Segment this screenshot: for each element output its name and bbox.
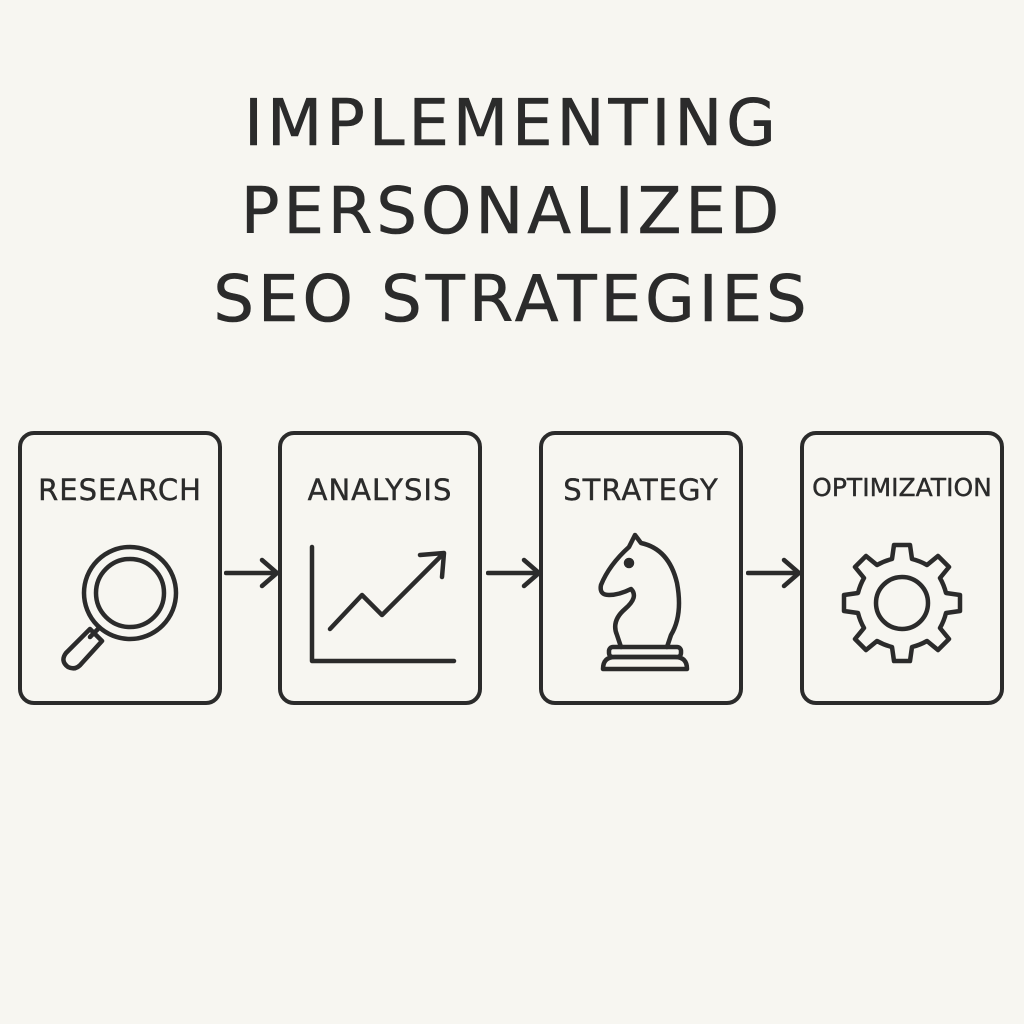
step-optimization: OPTIMIZATION: [800, 431, 1004, 705]
title-line-3: SEO STRATEGIES: [213, 263, 811, 338]
step-strategy: STRATEGY: [539, 431, 743, 705]
step-label-analysis: ANALYSIS: [307, 473, 453, 507]
arrow-icon: [486, 557, 542, 589]
step-analysis: ANALYSIS: [278, 431, 482, 705]
step-research: RESEARCH: [18, 431, 222, 705]
step-label-optimization: OPTIMIZATION: [812, 473, 992, 502]
title-line-2: PERSONALIZED: [240, 175, 784, 250]
step-label-strategy: STRATEGY: [563, 473, 719, 507]
arrow-icon: [746, 557, 802, 589]
diagram-title: IMPLEMENTING PERSONALIZED SEO STRATEGIES: [0, 80, 1024, 344]
arrow-icon: [224, 557, 280, 589]
magnifying-glass-icon: [61, 544, 179, 671]
title-line-1: IMPLEMENTING: [244, 87, 780, 162]
gear-icon: [841, 542, 963, 664]
chess-knight-icon: [598, 532, 690, 672]
step-label-research: RESEARCH: [38, 473, 202, 507]
growth-chart-icon: [309, 544, 457, 664]
